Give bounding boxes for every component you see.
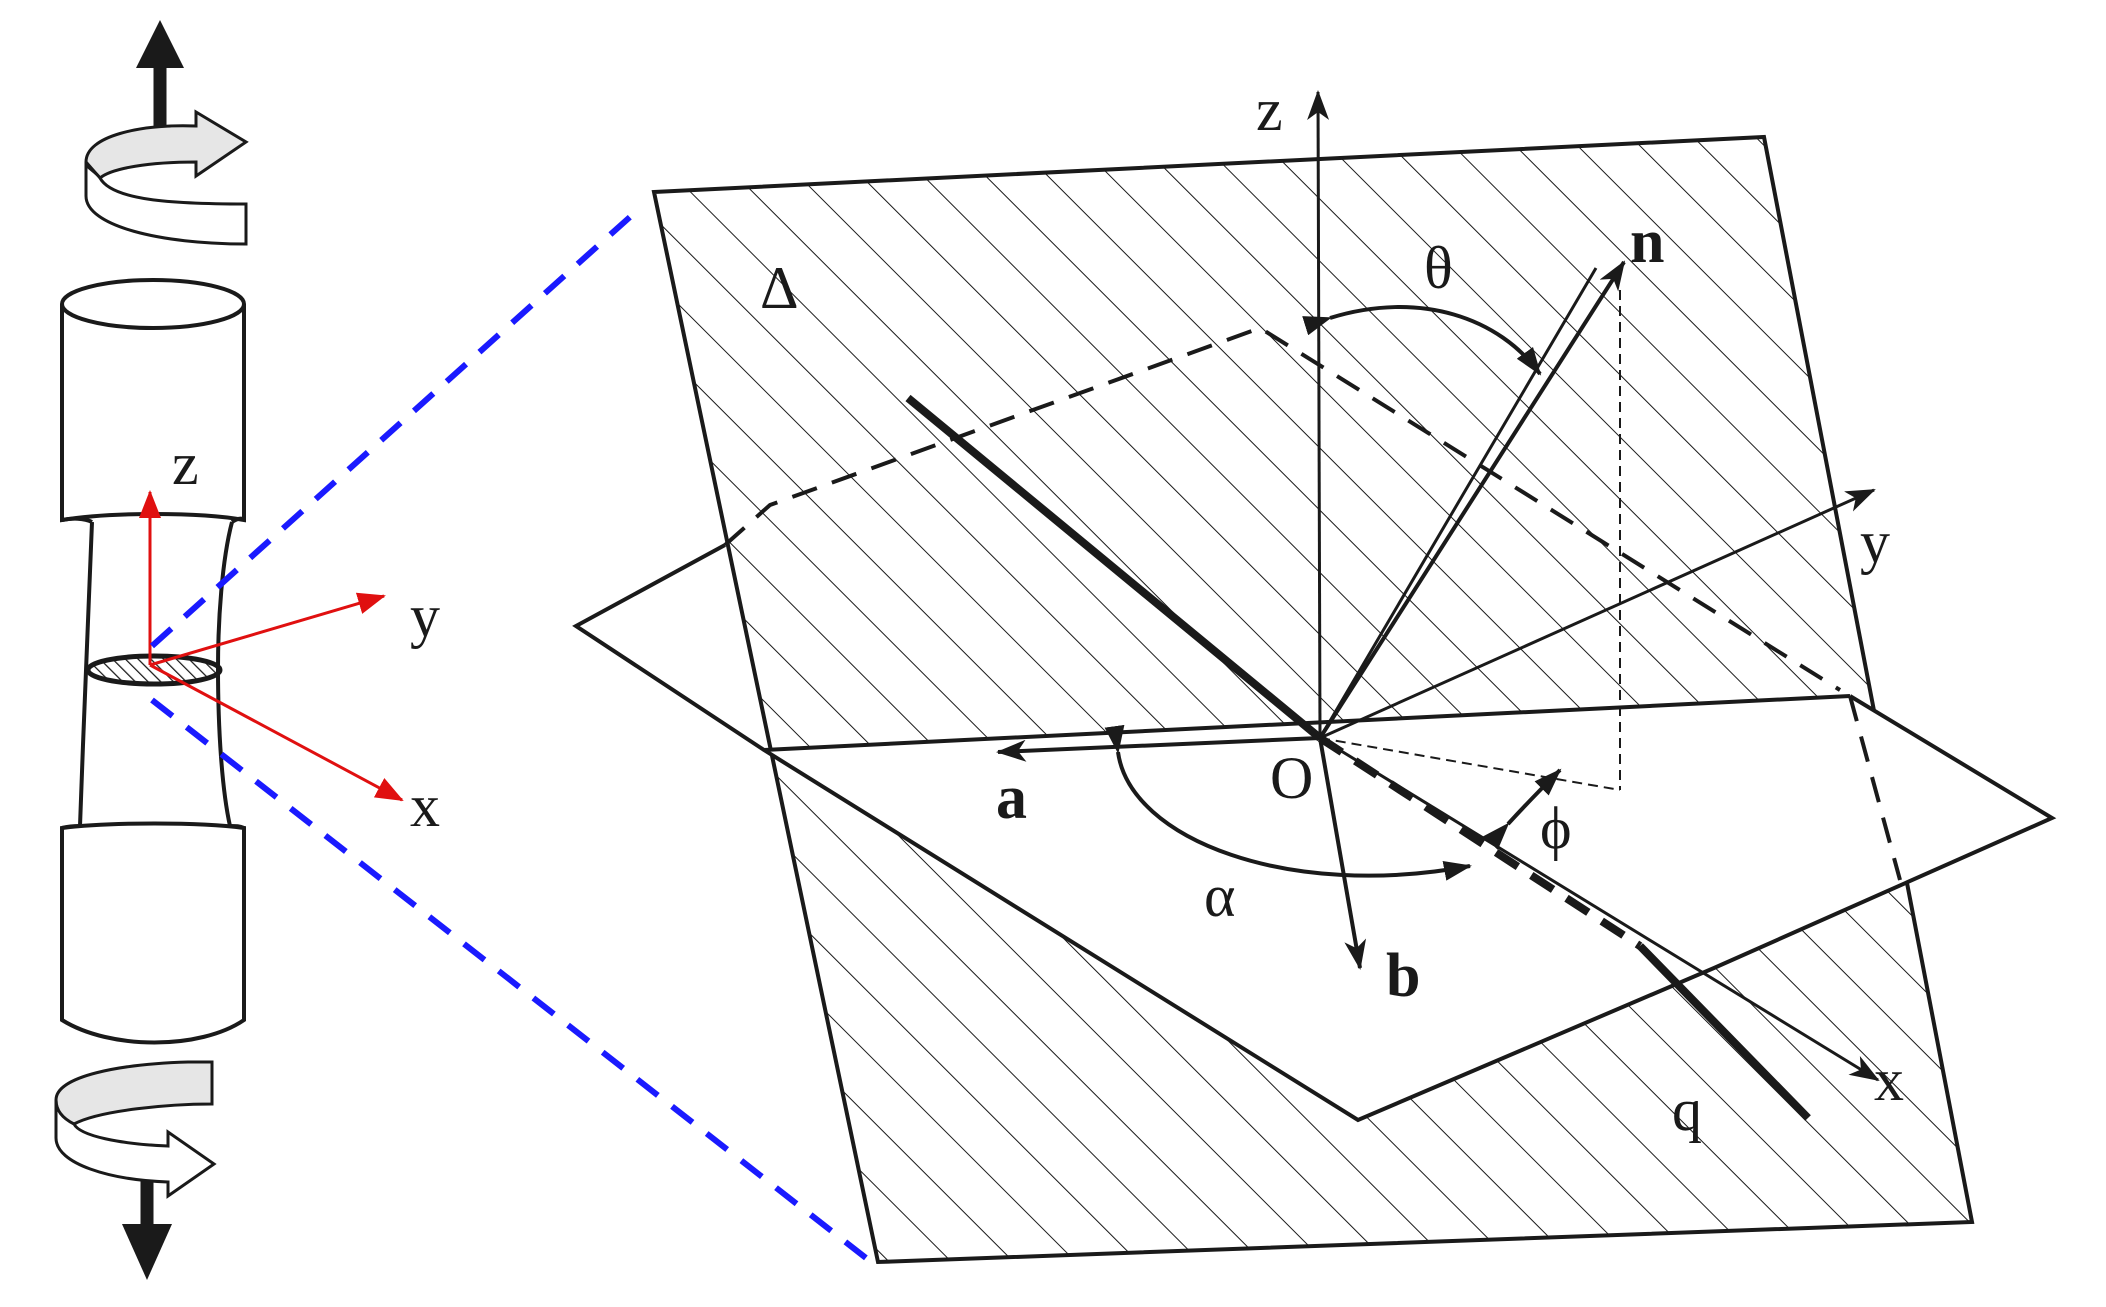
y-axis-label: y bbox=[1860, 509, 1890, 575]
phi-label: ϕ bbox=[1540, 795, 1572, 861]
z-axis-label: z bbox=[1256, 77, 1283, 143]
alpha-arc bbox=[1104, 724, 1472, 881]
angle-arcs bbox=[1104, 305, 1562, 881]
vector-n bbox=[1318, 260, 1626, 740]
y-axis bbox=[1319, 488, 1876, 740]
specimen-figure: z y x bbox=[54, 20, 440, 1280]
plane-diagram: z y x O Δ q n a b θ α ϕ bbox=[572, 77, 2057, 1265]
rotation-arrow-icon bbox=[54, 1060, 217, 1199]
vector-n-label: n bbox=[1630, 208, 1664, 276]
q-label: q bbox=[1672, 1077, 1702, 1143]
pull-up-arrow-icon bbox=[136, 20, 184, 132]
pull-down-arrow-icon bbox=[122, 1180, 172, 1280]
plane-horizontal-left bbox=[576, 545, 764, 750]
vector-n-shadow bbox=[1318, 267, 1598, 739]
specimen-y-label: y bbox=[410, 583, 440, 649]
vector-b-label: b bbox=[1386, 942, 1420, 1010]
zoom-lines bbox=[149, 205, 868, 1261]
local-axes bbox=[139, 490, 404, 802]
theta-arc bbox=[1302, 305, 1542, 376]
alpha-label: α bbox=[1204, 863, 1235, 929]
origin-label: O bbox=[1270, 745, 1313, 811]
x-axis-label: x bbox=[1874, 1047, 1904, 1113]
specimen-z-label: z bbox=[172, 431, 199, 497]
plane-horizontal-front bbox=[764, 696, 2052, 1120]
specimen-body bbox=[60, 278, 246, 1045]
cross-section-ellipse bbox=[85, 653, 223, 687]
theta-label: θ bbox=[1424, 235, 1453, 301]
intersection-line bbox=[905, 394, 1323, 742]
delta-label: Δ bbox=[760, 255, 799, 321]
specimen-x-label: x bbox=[410, 773, 440, 839]
rotation-arrow-icon bbox=[84, 109, 249, 246]
intersection-line-front bbox=[1637, 943, 1811, 1121]
z-axis bbox=[1307, 90, 1330, 739]
phi-arc bbox=[1483, 768, 1562, 850]
vector-a-label: a bbox=[996, 764, 1027, 832]
